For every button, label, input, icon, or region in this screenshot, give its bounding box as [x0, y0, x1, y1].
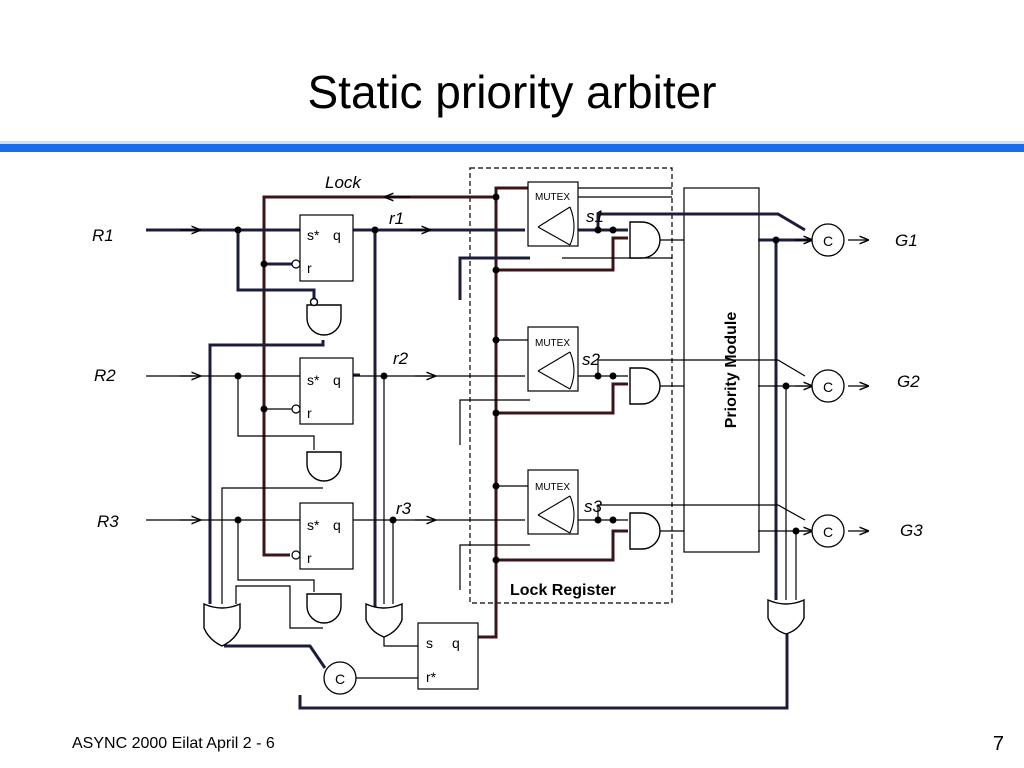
mutex-2-label: MUTEX — [535, 338, 570, 349]
ff2-reset-label: r — [307, 405, 312, 421]
mutex-3-label: MUTEX — [535, 482, 570, 493]
mutex-output-s3-label: s3 — [584, 497, 603, 516]
lock-register-label: Lock Register — [510, 582, 616, 599]
lock-ff-reset-label: r* — [426, 669, 437, 685]
ff2-set-label: s* — [307, 372, 320, 388]
c-element-g1-label: C — [823, 233, 833, 249]
mutex-1-label: MUTEX — [535, 192, 570, 203]
lock-flipflop: s q r* — [417, 622, 479, 690]
flipflop-1: s* q r — [291, 214, 354, 282]
mutex-2: MUTEX — [527, 326, 579, 392]
lock-ff-q-label: q — [452, 635, 460, 651]
grant-g3-label: G3 — [900, 521, 923, 540]
lock-label: Lock — [325, 173, 362, 192]
mutex-output-s2-label: s2 — [582, 350, 601, 369]
arrow-heads — [180, 197, 868, 531]
and-gates-priority — [629, 221, 661, 550]
mutex-1: MUTEX — [527, 181, 579, 247]
title-rule-shadow — [0, 141, 1024, 146]
bold-wires — [146, 212, 810, 710]
ff3-reset-label: r — [307, 550, 312, 566]
c-element-g3-label: C — [823, 524, 833, 540]
ff3-set-label: s* — [307, 517, 320, 533]
flipflop-3: s* q r — [291, 502, 354, 570]
c-element-g2-label: C — [823, 379, 833, 395]
slide-title: Static priority arbiter — [307, 66, 717, 118]
grant-g2-label: G2 — [897, 372, 920, 391]
internal-r3-label: r3 — [396, 499, 412, 518]
page-number: 7 — [992, 733, 1004, 755]
ff1-set-label: s* — [307, 227, 320, 243]
mutex-3: MUTEX — [527, 469, 579, 535]
ff1-reset-label: r — [307, 260, 312, 276]
ff2-q-label: q — [333, 372, 341, 388]
request-r2-label: R2 — [94, 366, 116, 385]
junction-dots — [234, 193, 800, 564]
priority-module-box — [683, 187, 760, 553]
grant-g1-label: G1 — [895, 231, 918, 250]
title-rule — [0, 144, 1024, 152]
mutex-output-s1-label: s1 — [586, 207, 604, 226]
flipflop-2: s* q r — [291, 357, 354, 425]
internal-r2-label: r2 — [393, 349, 409, 368]
footer-conference: ASYNC 2000 Eilat April 2 - 6 — [72, 735, 275, 752]
ff1-q-label: q — [333, 227, 341, 243]
internal-r1-label: r1 — [389, 209, 404, 228]
or-gates — [203, 598, 805, 647]
request-r1-label: R1 — [92, 226, 114, 245]
c-element-lock-label: C — [335, 671, 345, 687]
priority-module-label: Priority Module — [723, 312, 740, 429]
c-elements: C C C C — [323, 223, 845, 695]
request-r3-label: R3 — [97, 512, 119, 531]
and-gates-release — [306, 297, 342, 624]
lock-ff-set-label: s — [426, 635, 433, 651]
ff3-q-label: q — [333, 517, 341, 533]
